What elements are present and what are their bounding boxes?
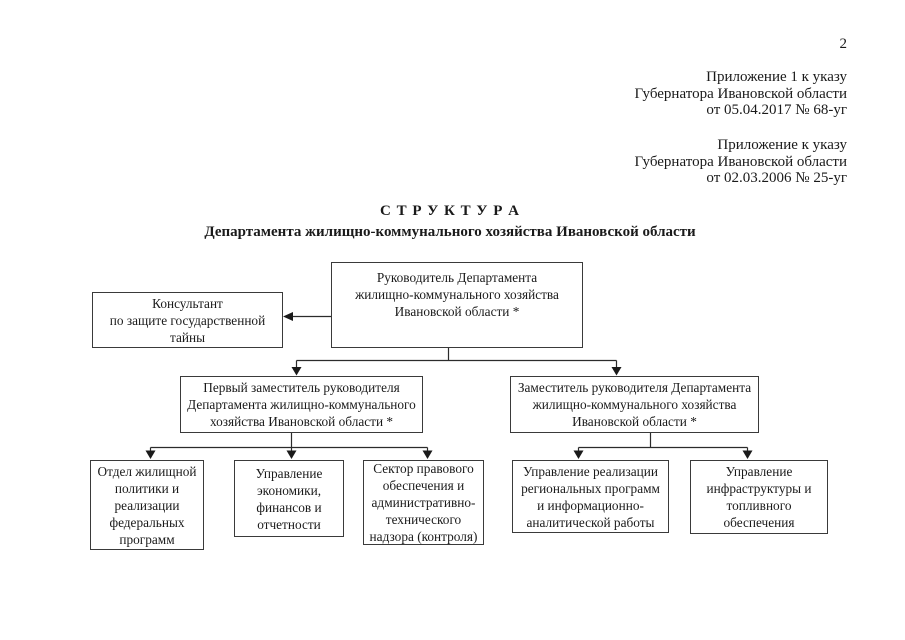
org-box-first-deputy-label: Первый заместитель руководителя Департам… bbox=[187, 380, 416, 429]
arrowhead-down-icon bbox=[422, 450, 433, 459]
org-box-deputy: Заместитель руководителя Департамента жи… bbox=[510, 376, 759, 433]
arrowhead-down-icon bbox=[145, 450, 156, 459]
page-number: 2 bbox=[839, 36, 848, 52]
connector-deputy-branch bbox=[573, 433, 753, 459]
org-box-unit-legal: Сектор правового обеспечения и администр… bbox=[363, 460, 484, 545]
org-box-head: Руководитель Департамента жилищно-коммун… bbox=[331, 262, 583, 348]
org-box-unit-economics-label: Управление экономики, финансов и отчетно… bbox=[255, 465, 323, 532]
arrowhead-down-icon bbox=[742, 450, 753, 459]
appendix-reference-2: Приложение к указу Губернатора Ивановско… bbox=[634, 137, 847, 186]
connector-head-to-deputies bbox=[291, 348, 622, 376]
org-box-unit-economics: Управление экономики, финансов и отчетно… bbox=[234, 460, 344, 537]
org-box-unit-infrastructure-label: Управление инфраструктуры и топливного о… bbox=[706, 464, 812, 530]
org-box-unit-legal-label: Сектор правового обеспечения и администр… bbox=[369, 461, 478, 544]
org-box-deputy-label: Заместитель руководителя Департамента жи… bbox=[517, 380, 752, 429]
arrowhead-down-icon bbox=[291, 367, 302, 376]
org-box-unit-housing-policy-label: Отдел жилищной политики и реализации фед… bbox=[97, 463, 197, 547]
arrowhead-down-icon bbox=[286, 450, 297, 459]
connector-head-to-consultant bbox=[283, 312, 331, 321]
org-box-unit-regional-programs: Управление реализации региональных прогр… bbox=[512, 460, 669, 533]
document-title-block: С Т Р У К Т У Р А Департамента жилищно-к… bbox=[0, 203, 900, 241]
org-box-unit-infrastructure: Управление инфраструктуры и топливного о… bbox=[690, 460, 828, 534]
org-box-consultant-label: Консультант по защите государственной та… bbox=[109, 295, 266, 345]
org-box-unit-regional-programs-label: Управление реализации региональных прогр… bbox=[521, 463, 660, 530]
arrowhead-down-icon bbox=[573, 450, 584, 459]
arrowhead-down-icon bbox=[611, 367, 622, 376]
connector-first-deputy-branch bbox=[145, 433, 433, 459]
org-box-head-label: Руководитель Департамента жилищно-коммун… bbox=[355, 270, 559, 319]
arrowhead-left-icon bbox=[283, 312, 293, 321]
org-box-consultant: Консультант по защите государственной та… bbox=[92, 292, 283, 348]
document-subtitle: Департамента жилищно-коммунального хозяй… bbox=[204, 224, 696, 240]
org-box-first-deputy: Первый заместитель руководителя Департам… bbox=[180, 376, 423, 433]
appendix-reference-1: Приложение 1 к указу Губернатора Ивановс… bbox=[634, 69, 847, 118]
org-box-unit-housing-policy: Отдел жилищной политики и реализации фед… bbox=[90, 460, 204, 550]
document-title: С Т Р У К Т У Р А bbox=[380, 203, 520, 219]
